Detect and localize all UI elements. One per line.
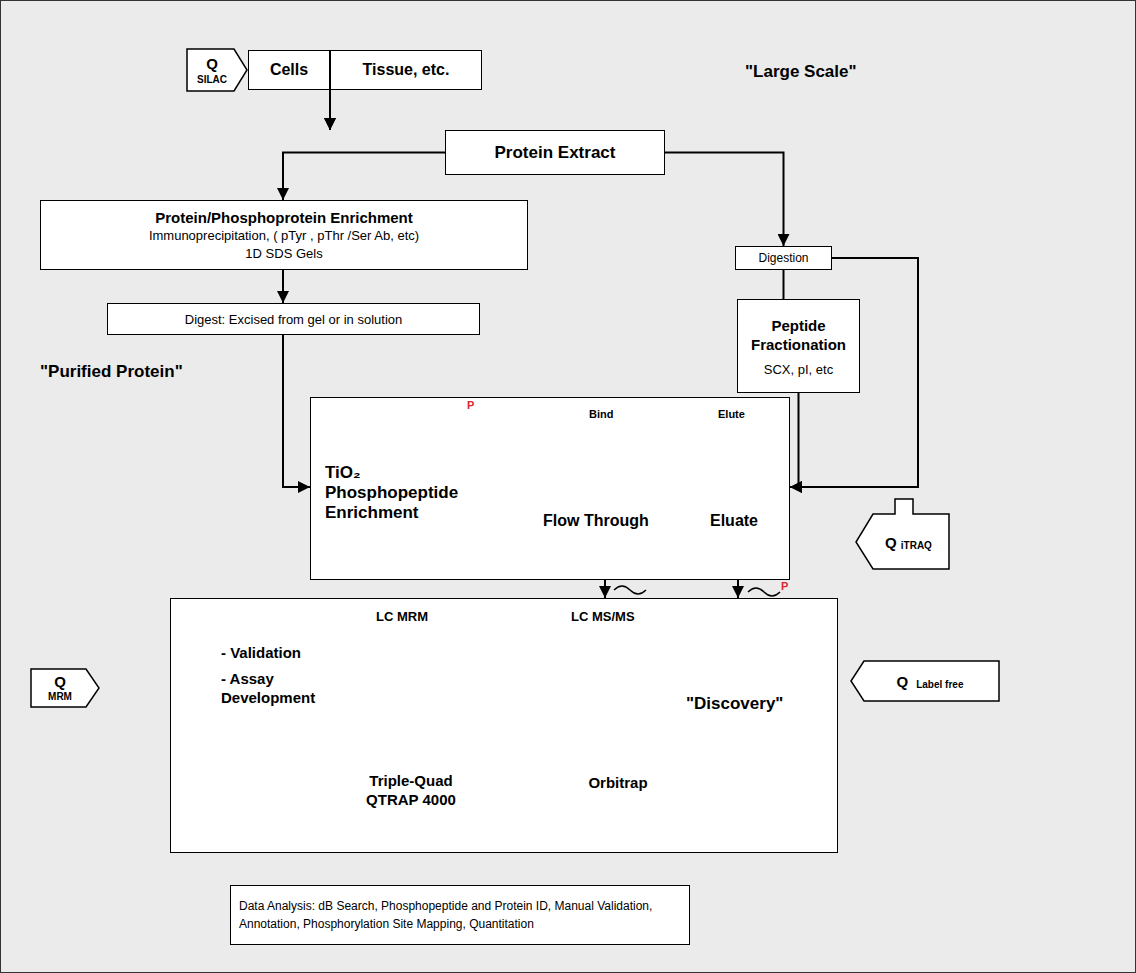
node-subtext: "Discovery"	[686, 694, 783, 714]
node-text: Digest: Excised from gel or in solution	[185, 312, 402, 327]
node-subtext: - Assay Development	[221, 669, 351, 707]
node-subtext: Label free	[916, 679, 963, 690]
step-label: Elute	[718, 408, 745, 420]
node-text: Q	[885, 534, 897, 551]
peptide-wave	[614, 586, 646, 594]
node-subtext: Orbitrap	[568, 774, 668, 791]
node-subtext: - Validation	[221, 644, 301, 661]
source-box: Tissue, etc.	[330, 50, 482, 90]
node-subtext: SCX, pI, etc	[764, 362, 833, 377]
node-subtext: Immunoprecipitation, ( pTyr , pThr /Ser …	[149, 227, 419, 245]
tag-outline	[855, 498, 950, 570]
node-text: Cells	[270, 61, 308, 79]
node-text: TiO₂ Phosphopeptide Enrichment	[325, 463, 465, 523]
flow-connector	[604, 580, 606, 598]
flow-connector	[282, 270, 284, 303]
node-subtext: LC MS/MS	[571, 609, 635, 624]
flow-connector	[283, 335, 310, 487]
fraction-label: Eluate	[710, 512, 758, 530]
tag-outline	[31, 669, 99, 707]
quant-tag: Q Label free	[850, 660, 1000, 702]
step-label: Bind	[589, 408, 613, 420]
node-subtext: iTRAQ	[901, 540, 932, 551]
flow-connector	[329, 90, 331, 130]
node-text: Protein/Phosphoprotein Enrichment	[155, 208, 413, 227]
quant-tag: QiTRAQ	[855, 498, 950, 570]
process-box: Digestion	[735, 246, 832, 270]
phosphopeptide-wave	[748, 588, 780, 596]
node-text: Protein Extract	[495, 143, 616, 163]
tag-outline	[187, 49, 247, 91]
instrument-box: LC MRM - Validation - Assay DevelopmentTri…	[170, 598, 838, 853]
process-box: Protein Extract	[445, 130, 665, 175]
tag-outline	[851, 661, 999, 701]
node-text: LC MRM	[376, 609, 428, 624]
node-text: Tissue, etc.	[363, 61, 450, 79]
node-subtext: 1D SDS Gels	[245, 245, 322, 263]
enrichment-box: TiO₂ Phosphopeptide Enrichment	[310, 397, 790, 580]
flow-connector	[783, 270, 785, 299]
node-text: Digestion	[758, 251, 808, 265]
node-text: Data Analysis: dB Search, Phosphopeptide…	[239, 897, 681, 933]
fraction-label: Flow Through	[543, 512, 649, 530]
quant-tag: Q SILAC	[186, 48, 248, 92]
node-text: Peptide Fractionation	[738, 316, 859, 354]
section-label: "Purified Protein"	[40, 362, 183, 382]
analysis-box: Data Analysis: dB Search, Phosphopeptide…	[230, 885, 690, 945]
flow-connector	[737, 580, 739, 598]
section-label: "Large Scale"	[745, 62, 857, 82]
node-text: Q	[897, 673, 909, 690]
node-subtext: Triple-Quad QTRAP 4000	[346, 771, 476, 809]
process-box: Peptide FractionationSCX, pI, etc	[737, 299, 860, 393]
node-text: Q	[206, 55, 218, 72]
node-subtext: MRM	[48, 691, 72, 703]
tag-outline	[856, 499, 949, 569]
process-box: Digest: Excised from gel or in solution	[107, 303, 480, 335]
flow-connector	[329, 90, 331, 130]
node-subtext: SILAC	[197, 74, 227, 86]
quant-tag: QMRM	[30, 668, 100, 708]
flow-connector	[665, 153, 784, 247]
phospho-mark: P	[467, 399, 474, 411]
flow-connector	[790, 393, 799, 487]
node-text: Q	[54, 673, 66, 690]
phospho-mark: P	[781, 580, 788, 592]
process-box: Protein/Phosphoprotein EnrichmentImmunop…	[40, 200, 528, 270]
source-box: Cells	[248, 50, 330, 90]
flow-connector	[283, 153, 445, 201]
